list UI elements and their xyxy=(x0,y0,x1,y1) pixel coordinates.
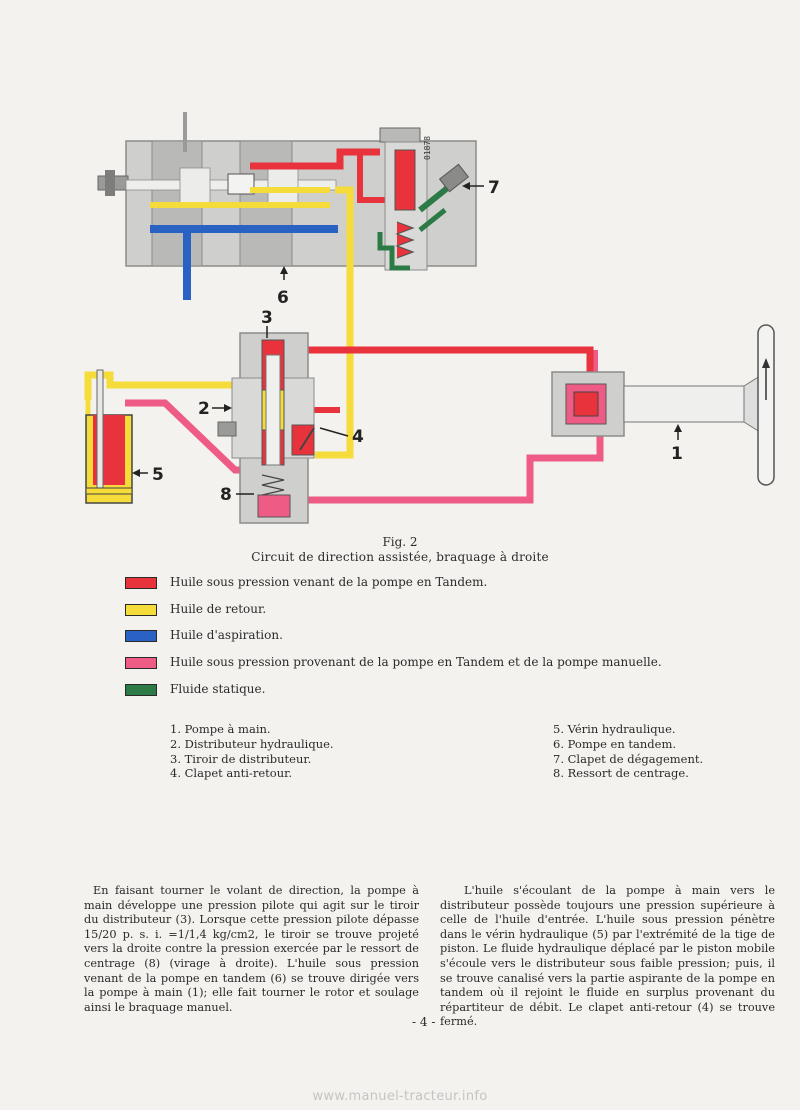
part-item: 1. Pompe à main. xyxy=(170,722,271,736)
legend-label: Huile sous pression provenant de la pomp… xyxy=(170,655,662,670)
parts-list-right: 5. Vérin hydraulique. 6. Pompe en tandem… xyxy=(553,722,703,781)
return-lines xyxy=(84,186,354,470)
hydraulic-cylinder-5 xyxy=(85,369,133,504)
legend-label: Huile sous pression venant de la pompe e… xyxy=(170,575,488,589)
svg-text:2: 2 xyxy=(198,399,210,419)
legend-item-pressure-combined: Huile sous pression provenant de la pomp… xyxy=(125,655,765,682)
part-item: 2. Distributeur hydraulique. xyxy=(170,736,334,751)
drawing-stamp: 01878 xyxy=(423,136,432,160)
legend-label: Huile d'aspiration. xyxy=(170,628,283,643)
combined-pressure-lines xyxy=(125,350,604,504)
legend-swatch xyxy=(125,657,157,670)
figure-number: Fig. 2 xyxy=(382,535,418,549)
svg-text:8: 8 xyxy=(220,485,232,505)
legend-swatch xyxy=(125,630,157,643)
legend-item-suction: Huile d'aspiration. xyxy=(125,628,765,655)
svg-text:4: 4 xyxy=(352,427,364,447)
color-legend: Huile sous pression venant de la pompe e… xyxy=(125,575,765,708)
legend-item-pressure-tandem: Huile sous pression venant de la pompe e… xyxy=(125,575,765,602)
legend-swatch xyxy=(125,577,157,589)
svg-text:3: 3 xyxy=(261,308,273,328)
part-item: 8. Ressort de centrage. xyxy=(553,766,689,781)
figure-caption: Circuit de direction assistée, braquage … xyxy=(251,550,549,564)
tandem-pump-6: 01878 xyxy=(97,112,477,300)
watermark: www.manuel-tracteur.info xyxy=(312,1089,488,1104)
body-paragraph-right: L'huile s'écoulant de la pompe à main ve… xyxy=(440,884,775,1029)
legend-item-return: Huile de retour. xyxy=(125,602,765,629)
part-item: 4. Clapet anti-retour. xyxy=(170,766,292,781)
hydraulic-circuit-diagram: 01878 xyxy=(84,112,775,524)
svg-text:5: 5 xyxy=(152,465,164,485)
legend-swatch xyxy=(125,683,157,696)
svg-text:1: 1 xyxy=(671,444,683,464)
page-number: - 4 - xyxy=(412,1015,436,1029)
part-item: 6. Pompe en tandem. xyxy=(553,736,677,751)
legend-swatch xyxy=(125,603,157,616)
callouts: 7 6 3 2 4 5 8 1 xyxy=(132,178,683,505)
part-item: 3. Tiroir de distributeur. xyxy=(170,751,312,766)
legend-label: Fluide statique. xyxy=(170,681,266,696)
part-item: 7. Clapet de dégagement. xyxy=(553,751,704,766)
parts-list-left: 1. Pompe à main. 2. Distributeur hydraul… xyxy=(170,722,334,781)
steering-wheel xyxy=(757,324,775,486)
legend-item-static: Fluide statique. xyxy=(125,682,765,709)
distributor-2 xyxy=(217,332,315,524)
svg-text:6: 6 xyxy=(277,288,289,308)
part-item: 5. Vérin hydraulique. xyxy=(553,722,676,736)
svg-text:7: 7 xyxy=(488,178,500,198)
hand-pump-1 xyxy=(551,324,775,486)
body-paragraph-left: En faisant tourner le volant de directio… xyxy=(84,884,419,1014)
legend-label: Huile de retour. xyxy=(170,601,267,616)
pressure-line xyxy=(290,346,594,413)
